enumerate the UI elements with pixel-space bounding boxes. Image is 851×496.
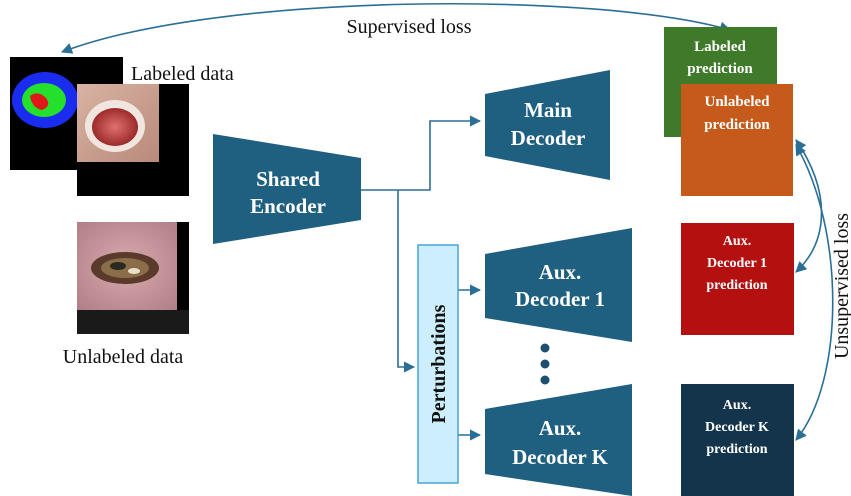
ellipsis-dots (540, 343, 550, 385)
unlabeled-prediction-line-1: Unlabeled (704, 94, 770, 110)
auxk-prediction-line-1: Aux. (723, 398, 751, 413)
shared-encoder-line-2: Encoder (250, 194, 326, 218)
aux1-prediction-box: Aux. Decoder 1 prediction (681, 223, 794, 335)
aux1-prediction-line-2: Decoder 1 (707, 256, 767, 271)
auxk-prediction-line-2: Decoder K (705, 420, 769, 435)
labeled-prediction-line-1: Labeled (694, 39, 746, 55)
auxk-prediction-box: Aux. Decoder K prediction (681, 384, 794, 496)
unlabeled-data-label: Unlabeled data (63, 346, 184, 368)
unlabeled-prediction-line-2: prediction (704, 117, 770, 133)
unsupervised-loss-arrow-upper (795, 139, 823, 273)
aux-decoder-k-line-2: Decoder K (512, 445, 608, 469)
unlabeled-prediction-box: Unlabeled prediction (681, 84, 793, 196)
encoder-to-perturbations-connector (397, 190, 416, 373)
main-decoder-block: Main Decoder (485, 70, 610, 180)
supervised-loss-arrow (60, 2, 732, 54)
aux-decoder-k-block: Aux. Decoder K (485, 384, 632, 496)
shared-encoder-block: Shared Encoder (213, 134, 361, 244)
shared-encoder-line-1: Shared (256, 167, 320, 191)
aux-decoder-1-block: Aux. Decoder 1 (485, 228, 632, 342)
unlabeled-data-image: Unlabeled data (63, 222, 189, 368)
unsupervised-loss-arrow-lower (795, 144, 834, 441)
aux-decoder-1-line-1: Aux. (539, 260, 582, 284)
aux1-prediction-line-1: Aux. (723, 234, 751, 249)
main-decoder-line-2: Decoder (511, 126, 586, 150)
main-decoder-line-1: Main (524, 98, 572, 122)
perturbations-label: Perturbations (428, 304, 450, 423)
perturbations-block: Perturbations (417, 244, 459, 484)
encoder-to-main-connector (361, 115, 482, 191)
labeled-data-images: Labeled data (10, 57, 234, 196)
aux-decoder-k-line-1: Aux. (539, 416, 582, 440)
labeled-prediction-line-2: prediction (687, 61, 753, 77)
supervised-loss-label: Supervised loss (347, 16, 472, 38)
aux-decoder-1-line-2: Decoder 1 (515, 287, 605, 311)
aux1-prediction-line-3: prediction (706, 278, 767, 293)
auxk-prediction-line-3: prediction (706, 442, 767, 457)
labeled-data-label: Labeled data (131, 63, 234, 85)
unsupervised-loss-label: Unsupervised loss (831, 213, 851, 359)
